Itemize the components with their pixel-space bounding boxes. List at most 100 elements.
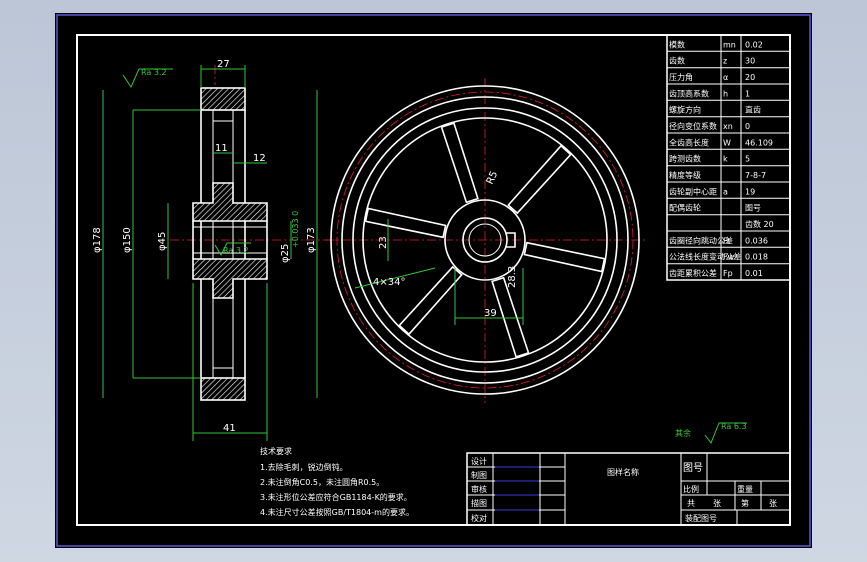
- param-symbol: h: [723, 89, 728, 98]
- param-label: 精度等级: [669, 170, 701, 180]
- param-symbol: a: [723, 187, 728, 196]
- bore-inner: [468, 223, 502, 257]
- rim-bottom: [200, 377, 246, 401]
- dim-width-top: 27: [217, 59, 230, 70]
- param-label: 齿数: [669, 56, 685, 66]
- param-label: 压力角: [669, 72, 693, 82]
- param-label: 跨测齿数: [669, 154, 701, 164]
- dim-r5: R5: [485, 170, 501, 187]
- notes-title: 技术要求: [260, 446, 292, 456]
- note-item: 2.未注倒角C0.5，未注圆角R0.5。: [260, 477, 384, 487]
- param-symbol: α: [723, 73, 728, 82]
- hub-top-hatch: [193, 183, 267, 221]
- param-value: 0: [745, 122, 750, 131]
- technical-notes: 技术要求 1.去除毛刺，锐边倒钝。 2.未注倒角C0.5，未注圆角R0.5。 3…: [260, 446, 414, 517]
- spoke: [364, 207, 447, 239]
- front-view: 23 R5 4×34° 39 28.3: [325, 78, 645, 403]
- param-label: 齿轮副中心距: [669, 186, 717, 196]
- roughness-other: 其余 Ra 6.3: [675, 422, 747, 445]
- param-value: 46.109: [745, 138, 773, 147]
- scale-label: 比例: [683, 484, 699, 494]
- pitch-circle: [336, 91, 634, 389]
- rim-top-hatch: [201, 88, 245, 110]
- param-label: 模数: [669, 39, 685, 49]
- note-item: 4.未注尺寸公差按照GB/T1804-m的要求。: [260, 507, 414, 517]
- tb-design: 设计: [471, 456, 487, 466]
- drawing-sheet: 27 41 11 12 φ178 φ150 φ45 φ173 φ25 +0.03…: [55, 13, 812, 548]
- dim-bore-tol: +0.033 0: [291, 211, 300, 248]
- sheet-no-b: 张: [769, 499, 777, 508]
- param-symbol: W: [723, 138, 731, 147]
- param-symbol: k: [723, 155, 728, 164]
- param-value: 0.01: [745, 269, 763, 278]
- param-label: 齿距累积公差: [669, 268, 717, 278]
- param-label: 螺旋方向: [669, 105, 701, 115]
- roughness-symbol-bore: [214, 242, 251, 257]
- tb-review: 审核: [471, 484, 487, 494]
- sheet-total-a: 共: [687, 499, 695, 508]
- param-value: 0.036: [745, 236, 768, 245]
- spokes: [364, 122, 606, 358]
- root-circle: [341, 96, 629, 384]
- param-label: 齿圈径向跳动公差: [669, 235, 733, 245]
- param-symbol: mn: [723, 40, 736, 49]
- roughness-symbol-top: [122, 68, 173, 89]
- dim-39: 39: [484, 308, 497, 319]
- outer-border: [56, 14, 811, 547]
- param-value: 图号: [745, 204, 761, 213]
- param-label: 配偶齿轮: [669, 203, 701, 213]
- param-value: 19: [745, 187, 755, 196]
- roughness-bore: Ra 3.2: [223, 246, 249, 255]
- dim-web: 12: [253, 153, 266, 164]
- tb-check: 校对: [471, 513, 487, 523]
- dim-bore: φ25: [280, 244, 291, 263]
- weight-label: 重量: [737, 484, 753, 494]
- dim-rim-inner: 11: [215, 143, 228, 154]
- param-label: 径向变位系数: [669, 121, 717, 131]
- section-view: 27 41 11 12 φ178 φ150 φ45 φ173 φ25 +0.03…: [92, 59, 337, 441]
- param-label: 齿顶高系数: [669, 88, 709, 98]
- drawing-name: 图样名称: [607, 467, 639, 477]
- dim-d178: φ178: [92, 227, 103, 253]
- rim-inner-circle: [362, 117, 608, 363]
- param-symbol: z: [723, 57, 727, 66]
- param-symbol: xn: [723, 122, 733, 131]
- param-value: 0.018: [745, 253, 768, 262]
- spoke: [440, 122, 479, 204]
- roughness-top: Ra 3.2: [141, 68, 167, 77]
- spoke: [507, 144, 572, 215]
- hub-circle: [444, 199, 526, 281]
- drawing-no-label: 图号: [683, 462, 703, 474]
- rim-outer-circle: [352, 107, 618, 373]
- spoke: [491, 276, 530, 358]
- title-block: 设计 制图 审核 描图 校对 图样名称 图号 比例 重量 共 张 第 张 装配图…: [466, 452, 791, 526]
- sheet-no-a: 第: [741, 498, 749, 508]
- dim-key-28: 28.3: [507, 266, 518, 288]
- param-value: 5: [745, 155, 750, 164]
- bore-circle: [462, 217, 508, 263]
- dim-angle: 4×34°: [373, 277, 405, 288]
- param-value: 30: [745, 57, 755, 66]
- dim-width-bottom: 41: [223, 423, 236, 434]
- roughness-other-value: Ra 6.3: [721, 422, 747, 431]
- tb-draw: 制图: [471, 470, 487, 480]
- assembly-label: 装配图号: [685, 513, 717, 523]
- note-item: 3.未注形位公差应符合GB1184-K的要求。: [260, 492, 412, 502]
- dim-d150: φ150: [122, 227, 133, 253]
- param-value: 20: [745, 73, 755, 82]
- dim-hub-23: 23: [378, 236, 389, 249]
- note-item: 1.去除毛刺，锐边倒钝。: [260, 462, 348, 472]
- spoke: [523, 241, 606, 273]
- tb-trace: 描图: [471, 498, 487, 508]
- param-label: 公法线长度变动公差: [669, 252, 741, 262]
- rim-bottom-hatch: [201, 378, 245, 400]
- param-value: 1: [745, 89, 750, 98]
- dim-d45: φ45: [157, 232, 168, 251]
- cad-drawing: 27 41 11 12 φ178 φ150 φ45 φ173 φ25 +0.03…: [56, 14, 811, 547]
- keyway: [505, 232, 516, 248]
- outer-circle: [330, 85, 640, 395]
- rim-top: [200, 87, 246, 111]
- dim-d173: φ173: [306, 227, 317, 253]
